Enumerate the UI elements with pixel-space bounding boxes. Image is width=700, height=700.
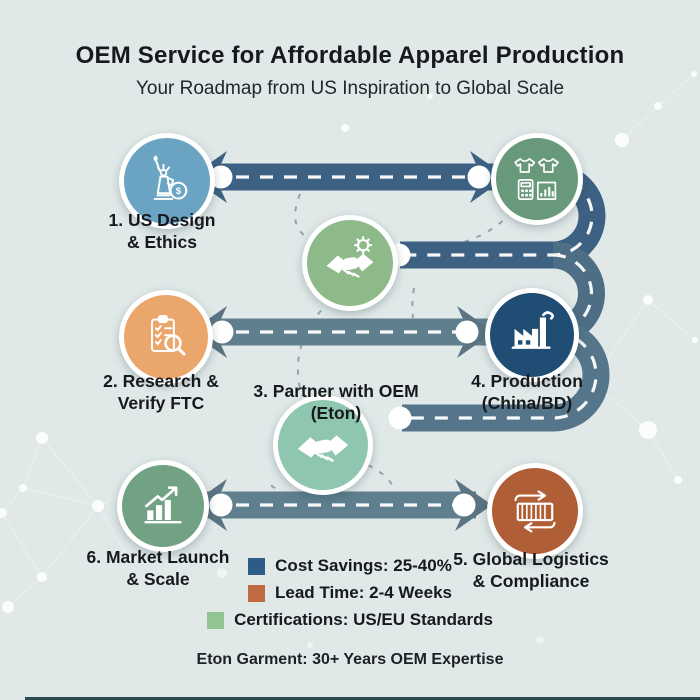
step-3-node: [273, 395, 373, 495]
step-4-node: [485, 288, 579, 382]
constellation-background: [0, 71, 698, 648]
handshake-icon: [297, 435, 349, 462]
legend-item: Certifications: US/EU Standards: [205, 610, 495, 630]
legend-item: Lead Time: 2-4 Weeks: [205, 583, 495, 603]
legend-label: Cost Savings: 25-40%: [275, 556, 452, 575]
step-1-node: $: [119, 133, 215, 229]
statue-of-liberty-dollar-icon: $: [153, 155, 188, 200]
road-dot: [209, 165, 233, 189]
step-3-label: 3. Partner with OEM (Eton): [253, 381, 419, 424]
apparel-node: [491, 133, 583, 225]
legend-label: Lead Time: 2-4 Weeks: [274, 583, 452, 602]
apparel-costing-icon: [514, 158, 559, 200]
legend-label: Certifications: US/EU Standards: [234, 610, 493, 629]
dollar-sign: $: [176, 186, 182, 197]
partner-gear-node: [302, 215, 398, 311]
road-dot: [467, 165, 491, 189]
road-dot: [452, 493, 476, 517]
shipping-container-icon: [514, 490, 556, 533]
step-1-label: 1. US Design & Ethics: [108, 210, 216, 253]
clipboard-magnifier-icon: [150, 314, 186, 356]
header: OEM Service for Affordable Apparel Produ…: [0, 0, 700, 100]
legend-swatch-lead-time: [247, 584, 265, 602]
legend-item: Cost Savings: 25-40%: [205, 556, 495, 576]
dashed-connector-3: [411, 287, 415, 319]
page-subtitle: Your Roadmap from US Inspiration to Glob…: [135, 78, 565, 99]
legend-swatch-cost-savings: [248, 557, 266, 575]
step-6-node: [117, 460, 209, 552]
road-dots: [209, 165, 491, 517]
footer-text: Eton Garment: 30+ Years OEM Expertise: [196, 651, 504, 668]
legend-swatch-certifications: [207, 611, 225, 629]
page-title: OEM Service for Affordable Apparel Produ…: [75, 42, 625, 69]
road-dot: [209, 493, 233, 517]
step-5-node: [487, 463, 583, 559]
growth-chart-icon: [144, 486, 182, 524]
step-6-label: 6. Market Launch & Scale: [86, 547, 230, 590]
step-2-node: [119, 290, 213, 384]
road-curve-lower-dashes: [406, 330, 598, 420]
step-4-label: 4. Production (China/BD): [471, 371, 583, 414]
legend: Cost Savings: 25-40% Lead Time: 2-4 Week…: [205, 556, 495, 637]
dashed-connector-4: [296, 300, 331, 397]
road-dot: [210, 320, 234, 344]
factory-icon: [511, 311, 554, 349]
bottom-edge-strip: [25, 697, 700, 700]
road-dot: [455, 320, 479, 344]
handshake-gear-icon: [326, 236, 374, 278]
road-dot: [388, 406, 412, 430]
step-2-label: 2. Research & Verify FTC: [103, 371, 219, 414]
step-5-label: 5. Global Logistics & Compliance: [453, 549, 609, 592]
